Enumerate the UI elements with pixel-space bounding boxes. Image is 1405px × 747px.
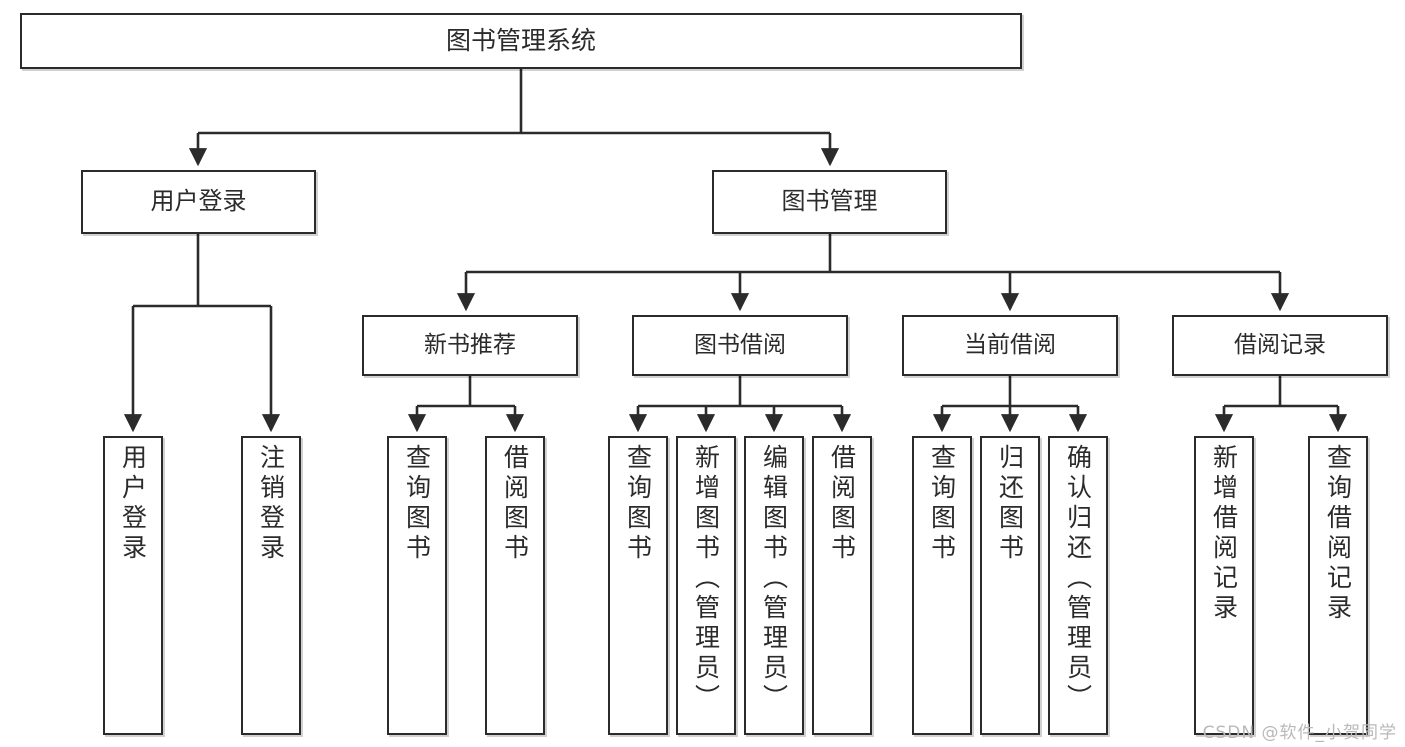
leaf-query-book-borrow[interactable]: 查询图书 bbox=[608, 436, 668, 735]
node-label: 用户登录 bbox=[118, 444, 148, 564]
node-label: 确认归还（管理员） bbox=[1063, 444, 1093, 714]
node-label: 借阅记录 bbox=[1234, 332, 1326, 359]
node-label: 注销登录 bbox=[256, 444, 286, 564]
node-label: 查询图书 bbox=[402, 444, 432, 564]
node-label: 用户登录 bbox=[150, 187, 247, 216]
node-label: 新增借阅记录 bbox=[1209, 444, 1239, 624]
leaf-borrow-book-recommend[interactable]: 借阅图书 bbox=[485, 436, 545, 735]
node-borrow-record[interactable]: 借阅记录 bbox=[1172, 315, 1388, 376]
node-label: 图书管理 bbox=[781, 187, 878, 216]
node-label: 借阅图书 bbox=[500, 444, 530, 564]
node-user-login[interactable]: 用户登录 bbox=[81, 170, 316, 234]
leaf-query-borrow-record[interactable]: 查询借阅记录 bbox=[1308, 436, 1368, 735]
watermark: CSDN @软件_小贺同学 bbox=[1202, 723, 1397, 743]
node-label: 图书管理系统 bbox=[445, 25, 596, 55]
leaf-query-book-current[interactable]: 查询图书 bbox=[912, 436, 972, 735]
node-book-management[interactable]: 图书管理 bbox=[712, 170, 947, 234]
node-label: 编辑图书（管理员） bbox=[759, 444, 789, 714]
node-label: 新增图书（管理员） bbox=[691, 444, 721, 714]
node-book-borrow[interactable]: 图书借阅 bbox=[632, 315, 848, 376]
leaf-edit-book-admin[interactable]: 编辑图书（管理员） bbox=[744, 436, 804, 735]
node-current-borrow[interactable]: 当前借阅 bbox=[902, 315, 1118, 376]
leaf-return-book[interactable]: 归还图书 bbox=[980, 436, 1040, 735]
leaf-confirm-return-admin[interactable]: 确认归还（管理员） bbox=[1048, 436, 1108, 735]
node-label: 归还图书 bbox=[995, 444, 1025, 564]
leaf-user-login[interactable]: 用户登录 bbox=[103, 436, 163, 735]
node-label: 图书借阅 bbox=[694, 332, 786, 359]
node-label: 查询图书 bbox=[927, 444, 957, 564]
leaf-add-borrow-record[interactable]: 新增借阅记录 bbox=[1194, 436, 1254, 735]
node-label: 新书推荐 bbox=[424, 332, 516, 359]
node-new-book-recommend[interactable]: 新书推荐 bbox=[362, 315, 578, 376]
leaf-query-book-recommend[interactable]: 查询图书 bbox=[387, 436, 447, 735]
node-label: 查询图书 bbox=[623, 444, 653, 564]
node-label: 借阅图书 bbox=[827, 444, 857, 564]
leaf-add-book-admin[interactable]: 新增图书（管理员） bbox=[676, 436, 736, 735]
node-root-book-management-system[interactable]: 图书管理系统 bbox=[20, 13, 1022, 69]
node-label: 当前借阅 bbox=[964, 332, 1056, 359]
leaf-logout[interactable]: 注销登录 bbox=[241, 436, 301, 735]
node-label: 查询借阅记录 bbox=[1323, 444, 1353, 624]
leaf-borrow-book[interactable]: 借阅图书 bbox=[812, 436, 872, 735]
